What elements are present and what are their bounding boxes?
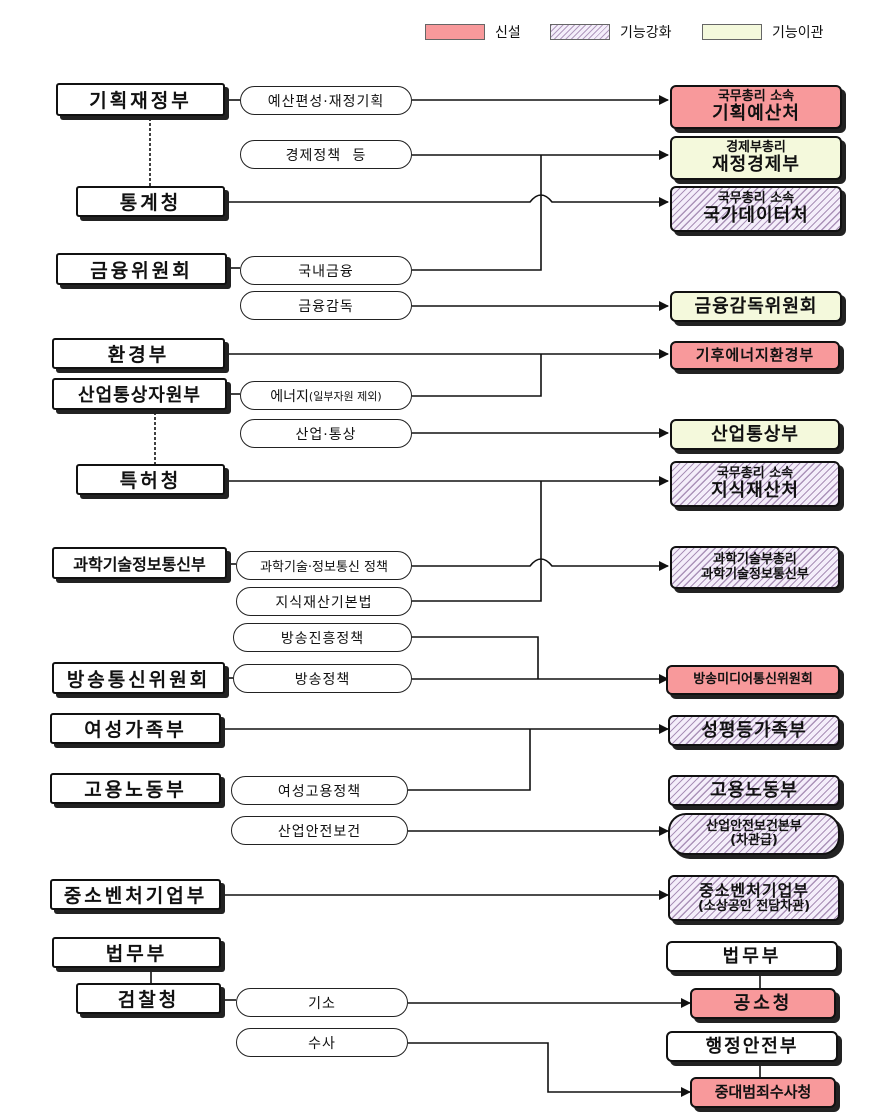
- function-indictment: 기소: [236, 988, 408, 1017]
- target-safety-health-line2: (차관급): [730, 833, 778, 848]
- source-moj: 법무부: [52, 937, 221, 968]
- target-safety-health: 산업안전보건본부 (차관급): [668, 813, 840, 855]
- source-patent: 특허청: [76, 464, 225, 495]
- target-ip-office-line2: 지식재산처: [711, 480, 799, 502]
- target-budget-office-line2: 기획예산처: [712, 103, 800, 125]
- target-budget-office-line1: 국무총리 소속: [717, 88, 795, 104]
- legend-swatch-strengthened: [550, 24, 610, 40]
- source-mogef: 여성가족부: [50, 713, 221, 744]
- target-moj-new: 법무부: [666, 941, 838, 972]
- function-domestic-finance: 국내금융: [240, 256, 412, 285]
- legend-item-transferred: 기능이관: [702, 22, 824, 42]
- source-moef: 기획재정부: [56, 83, 225, 116]
- legend-swatch-transferred: [702, 24, 762, 40]
- function-energy-note: (일부자원 제외): [308, 389, 382, 403]
- source-motie: 산업통상자원부: [52, 378, 227, 410]
- legend-label-new: 신설: [495, 25, 521, 41]
- target-budget-office: 국무총리 소속 기획예산처: [670, 85, 842, 129]
- target-mss-new: 중소벤처기업부 (소상공인 전담차관): [668, 875, 840, 921]
- target-finance-economy: 경제부총리 재정경제부: [670, 136, 842, 180]
- target-gender-equality: 성평등가족부: [668, 715, 840, 746]
- target-mois: 행정안전부: [666, 1031, 838, 1062]
- function-financial-supervision: 금융감독: [240, 291, 412, 320]
- function-budget: 예산편성·재정기획: [240, 86, 412, 115]
- function-energy: 에너지(일부자원 제외): [240, 381, 412, 410]
- function-industrial-safety: 산업안전보건: [231, 816, 408, 845]
- function-ip-basic-law: 지식재산기본법: [236, 587, 412, 616]
- target-finance-economy-line2: 재정경제부: [712, 154, 800, 176]
- target-data-office-line2: 국가데이터처: [703, 205, 809, 227]
- function-industry-trade: 산업·통상: [240, 419, 412, 448]
- source-fsc: 금융위원회: [56, 253, 227, 285]
- function-economic-policy: 경제정책 등: [240, 140, 412, 169]
- source-msit: 과학기술정보통신부: [52, 547, 227, 579]
- function-women-employment: 여성고용정책: [231, 776, 408, 805]
- legend-label-strengthened: 기능강화: [620, 25, 672, 41]
- source-moel: 고용노동부: [50, 773, 221, 804]
- function-investigation: 수사: [236, 1028, 408, 1057]
- function-sci-ict-policy: 과학기술·정보통신 정책: [236, 551, 412, 580]
- target-ip-office: 국무총리 소속 지식재산처: [670, 461, 840, 507]
- source-statistics: 통계청: [76, 186, 225, 217]
- target-finance-economy-line1: 경제부총리: [726, 139, 786, 155]
- function-energy-label: 에너지: [270, 388, 309, 405]
- target-ip-office-line1: 국무총리 소속: [716, 465, 794, 481]
- source-kcc: 방송통신위원회: [52, 662, 225, 694]
- target-msit-new-line2: 과학기술정보통신부: [701, 566, 809, 582]
- target-data-office-line1: 국무총리 소속: [717, 190, 795, 206]
- target-safety-health-line1: 산업안전보건본부: [706, 818, 802, 834]
- target-serious-crime-agency: 중대범죄수사청: [690, 1077, 836, 1108]
- target-mss-new-line2: (소상공인 전담차관): [697, 898, 811, 914]
- function-broadcast-policy: 방송정책: [233, 664, 412, 693]
- source-environment: 환경부: [52, 338, 225, 369]
- target-msit-new: 과학기술부총리 과학기술정보통신부: [670, 546, 840, 589]
- target-fss-commission: 금융감독위원회: [670, 291, 842, 322]
- target-indictment-office: 공소청: [690, 988, 836, 1019]
- target-moel-new: 고용노동부: [668, 775, 840, 806]
- target-media-comm: 방송미디어통신위원회: [666, 665, 840, 695]
- target-msit-new-line1: 과학기술부총리: [713, 552, 797, 568]
- target-climate-energy: 기후에너지환경부: [670, 341, 840, 370]
- function-broadcast-promotion: 방송진흥정책: [233, 623, 412, 652]
- source-mss: 중소벤처기업부: [50, 879, 221, 910]
- legend-swatch-new: [425, 24, 485, 40]
- target-mss-new-line1: 중소벤처기업부: [698, 881, 810, 901]
- legend-item-strengthened: 기능강화: [550, 22, 672, 42]
- target-data-office: 국무총리 소속 국가데이터처: [670, 186, 842, 232]
- source-prosecution: 검찰청: [76, 983, 221, 1014]
- legend-label-transferred: 기능이관: [772, 25, 824, 41]
- target-industry-trade-ministry: 산업통상부: [670, 419, 840, 450]
- legend-item-new: 신설: [425, 22, 521, 42]
